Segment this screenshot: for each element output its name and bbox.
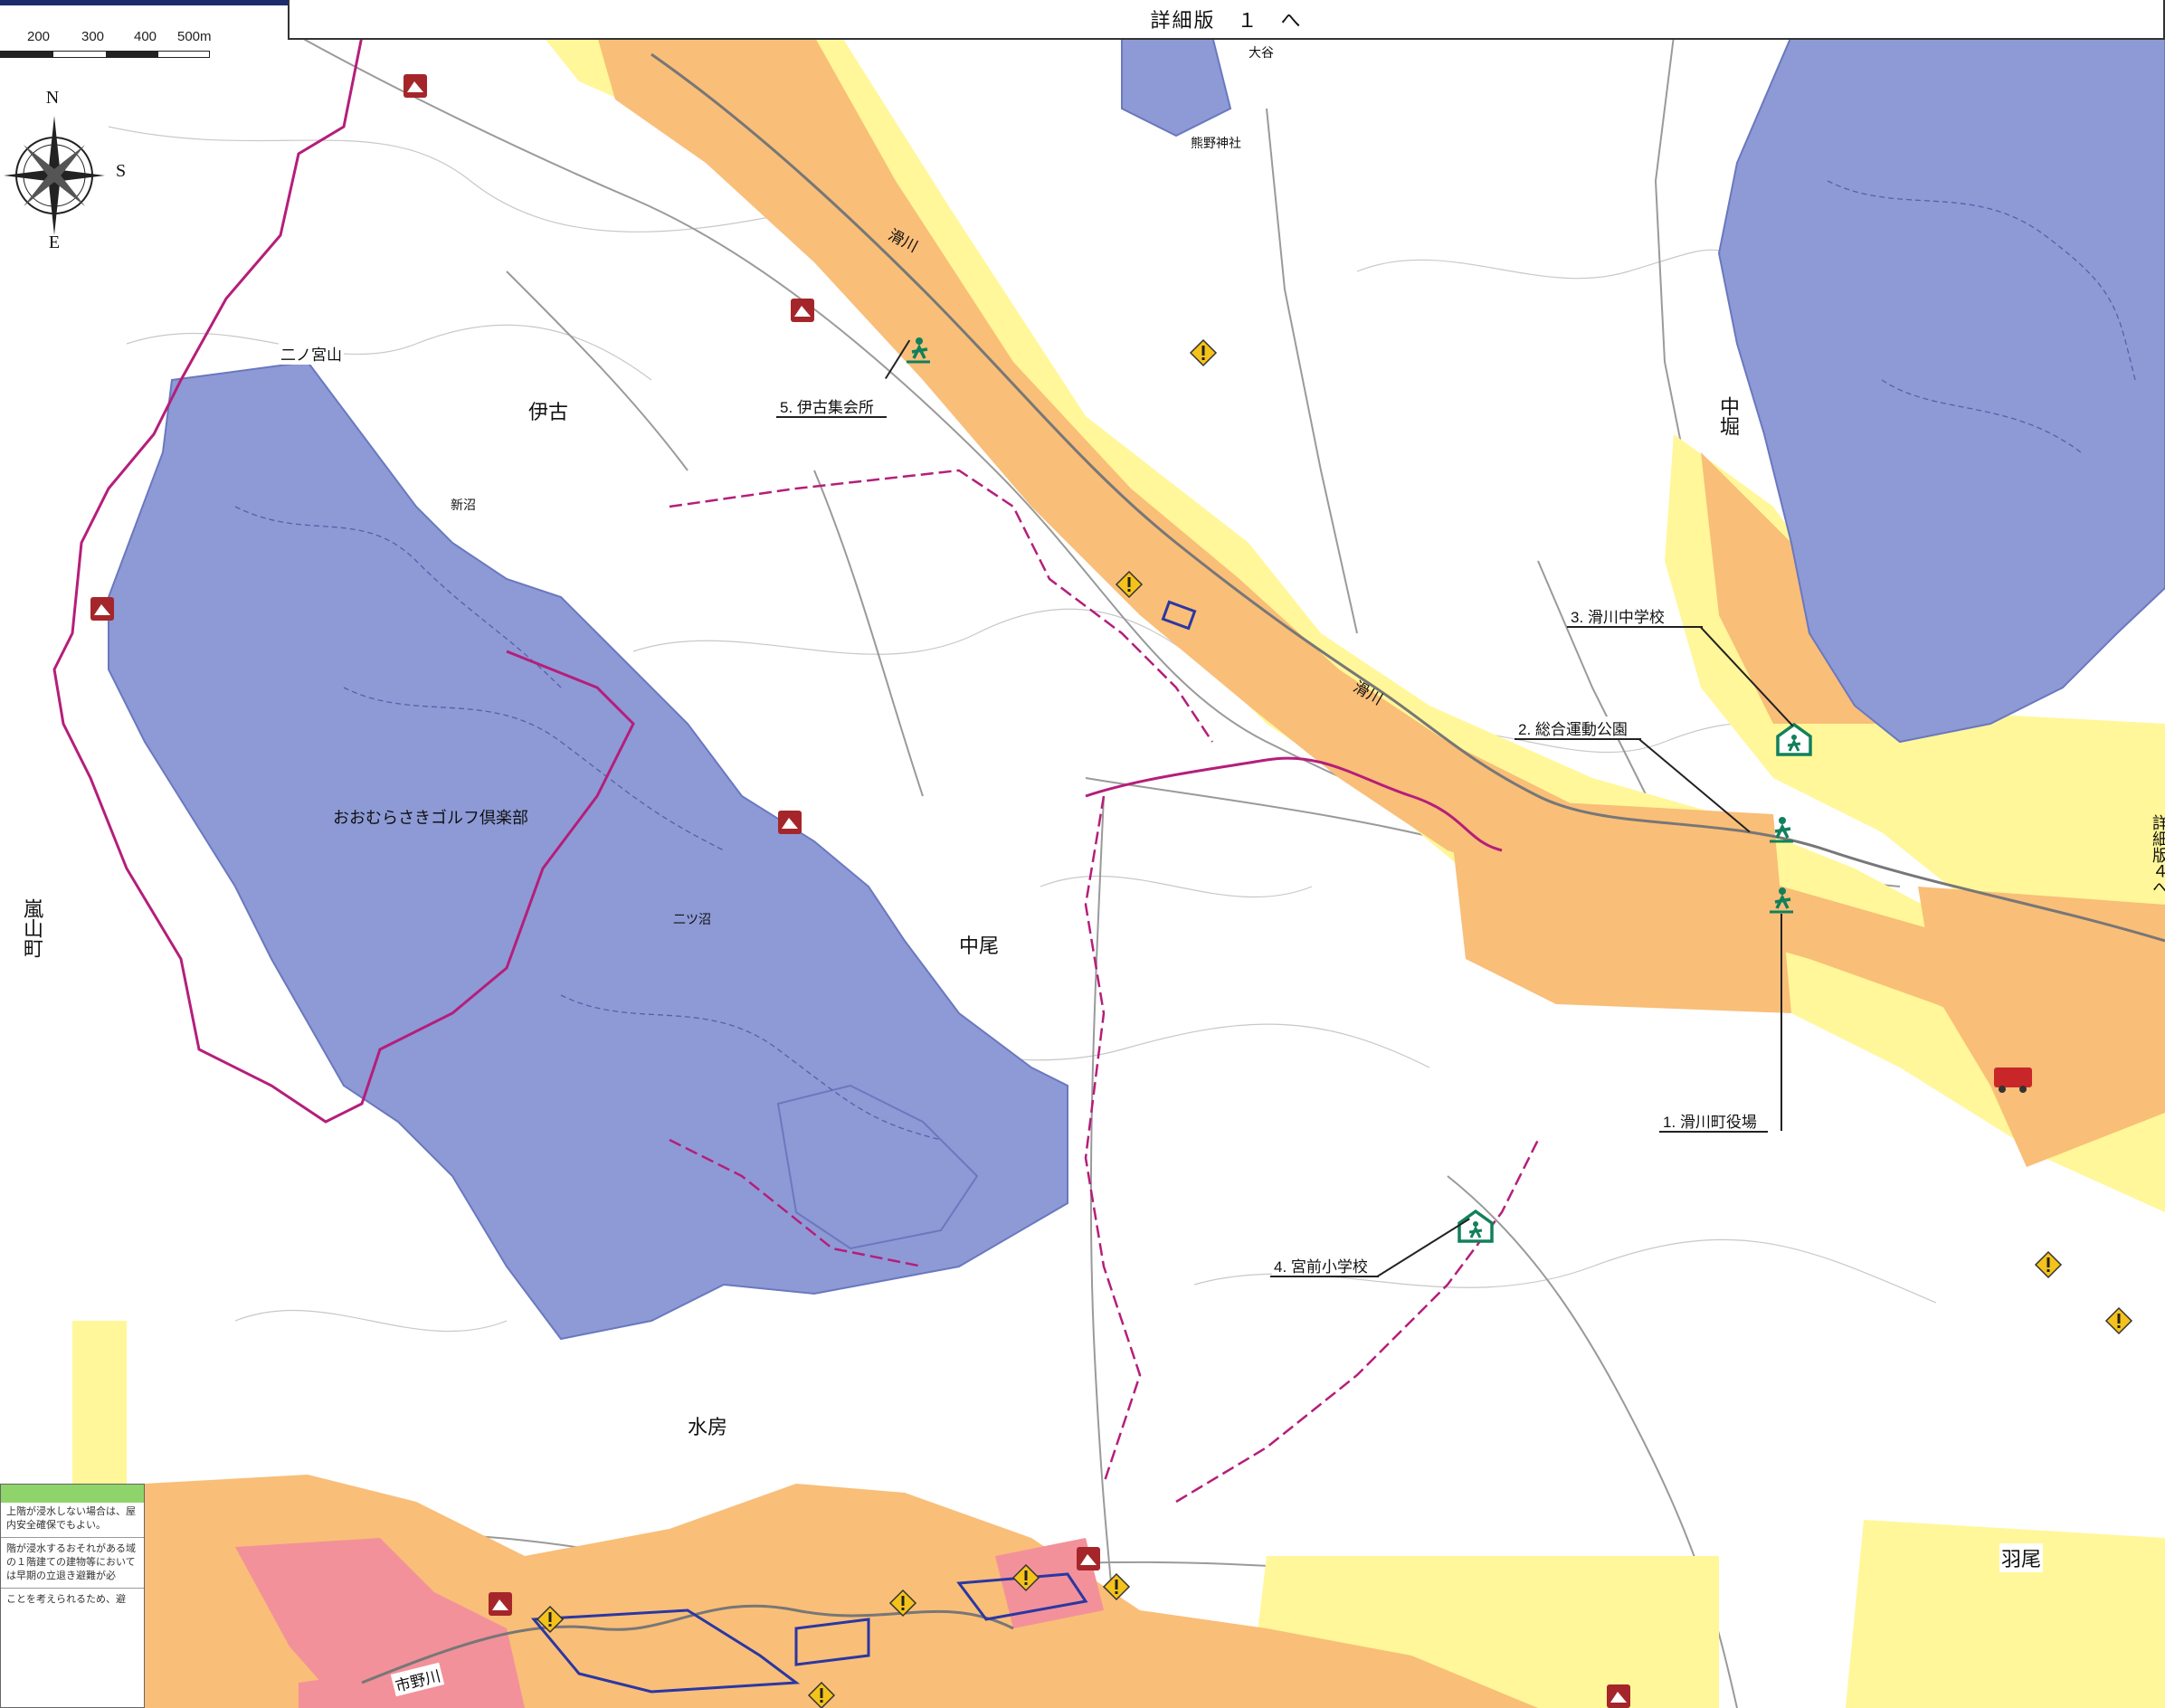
place-shinnuma: 新沼 [451, 498, 476, 512]
shelter-marker-building [1776, 722, 1812, 756]
legend-header [1, 1485, 144, 1503]
rivers [361, 52, 2165, 1684]
legend-panel: 上階が浸水しない場合は、屋内安全確保でもよい。 階が浸水するおそれがある域の１階… [0, 1484, 145, 1708]
shelter-marker-open [1770, 887, 1793, 914]
landslide-marker [1077, 1547, 1100, 1570]
scale-label: 200 [27, 29, 51, 44]
place-nakabori: 中堀 [1717, 396, 1740, 436]
facility-label-3[interactable]: 3. 滑川中学校 [1569, 604, 1666, 627]
landslide-marker [791, 299, 814, 322]
warning-marker [2034, 1250, 2063, 1279]
landslide-marker [90, 597, 114, 621]
facility-label-5[interactable]: 5. 伊古集会所 [778, 394, 876, 417]
compass-s-label: S [116, 161, 127, 181]
place-nakao: 中尾 [957, 930, 1002, 959]
place-minobe: 水房 [686, 1411, 730, 1440]
place-hane: 羽尾 [1999, 1543, 2044, 1572]
landslide-markers [90, 74, 1630, 1708]
callout-underline [1567, 626, 1703, 628]
place-golf: おおむらさきゴルフ倶楽部 [333, 809, 528, 827]
scale-label: 500m [177, 29, 212, 44]
warning-marker [1011, 1563, 1040, 1592]
place-iko: 伊古 [527, 396, 571, 425]
warning-marker [807, 1681, 836, 1708]
blue-zone [108, 35, 2165, 1341]
area-label-text: 嵐山町 [21, 898, 43, 958]
legend-note-3: ことを考えられるため、避 [6, 1594, 126, 1605]
landslide-marker [489, 1592, 512, 1616]
callout-underline [1659, 1131, 1768, 1133]
shelter-marker-building [1458, 1209, 1494, 1243]
facility-label-1[interactable]: 1. 滑川町役場 [1661, 1109, 1759, 1132]
facility-label-4[interactable]: 4. 宮前小学校 [1272, 1254, 1370, 1276]
detail-link-right[interactable]: 詳細版４へ [2150, 814, 2165, 900]
area-label: 嵐山町 [16, 898, 43, 967]
place-kumano: 熊野神社 [1191, 136, 1241, 150]
scale-bar [0, 51, 210, 58]
callout-underline [1515, 738, 1641, 740]
legend-note-1: 上階が浸水しない場合は、屋内安全確保でもよい。 [6, 1506, 136, 1531]
callout-underline [776, 416, 887, 418]
facility-label-2[interactable]: 2. 総合運動公園 [1516, 716, 1629, 739]
legend-note-2: 階が浸水するおそれがある域の１階建ての建物等においては早期の立退き避難が必 [6, 1543, 136, 1581]
compass-e: E [49, 232, 60, 251]
place-ninomiyayama: 二ノ宮山 [279, 342, 344, 365]
compass-icon: N E [4, 88, 107, 252]
place-daijin: 大谷 [1249, 45, 1274, 60]
landslide-marker [778, 811, 802, 834]
scale-label: 300 [81, 29, 105, 44]
warning-marker [1115, 570, 1144, 599]
municipal-boundary [52, 35, 1503, 1124]
shelter-marker-open [1770, 817, 1793, 843]
warning-marker [536, 1605, 565, 1634]
header-title: 詳細版 １ へ [1150, 9, 1303, 32]
landslide-marker [1607, 1684, 1630, 1708]
warning-marker [888, 1589, 917, 1618]
fire-truck-icon [1994, 1068, 2032, 1093]
district-boundary [669, 469, 1540, 1504]
detail-link-header[interactable]: 詳細版 １ へ [288, 0, 2165, 40]
place-futatsu-numa: 二ツ沼 [673, 912, 711, 926]
flood-zone-deep [235, 1538, 1104, 1708]
right-edge-text: 詳細版４へ [2151, 814, 2165, 896]
callout-underline [1270, 1276, 1379, 1277]
warning-marker [2104, 1306, 2133, 1335]
scale-label: 400 [134, 29, 157, 44]
warning-markers [536, 338, 2133, 1708]
blue-zone-contours [234, 180, 2136, 1141]
warning-marker [1102, 1572, 1131, 1601]
callout-leader [1780, 914, 1782, 1131]
landslide-marker [404, 74, 427, 98]
shelter-marker-open [907, 337, 930, 364]
compass-n: N [46, 89, 59, 108]
warning-marker [1189, 338, 1218, 367]
